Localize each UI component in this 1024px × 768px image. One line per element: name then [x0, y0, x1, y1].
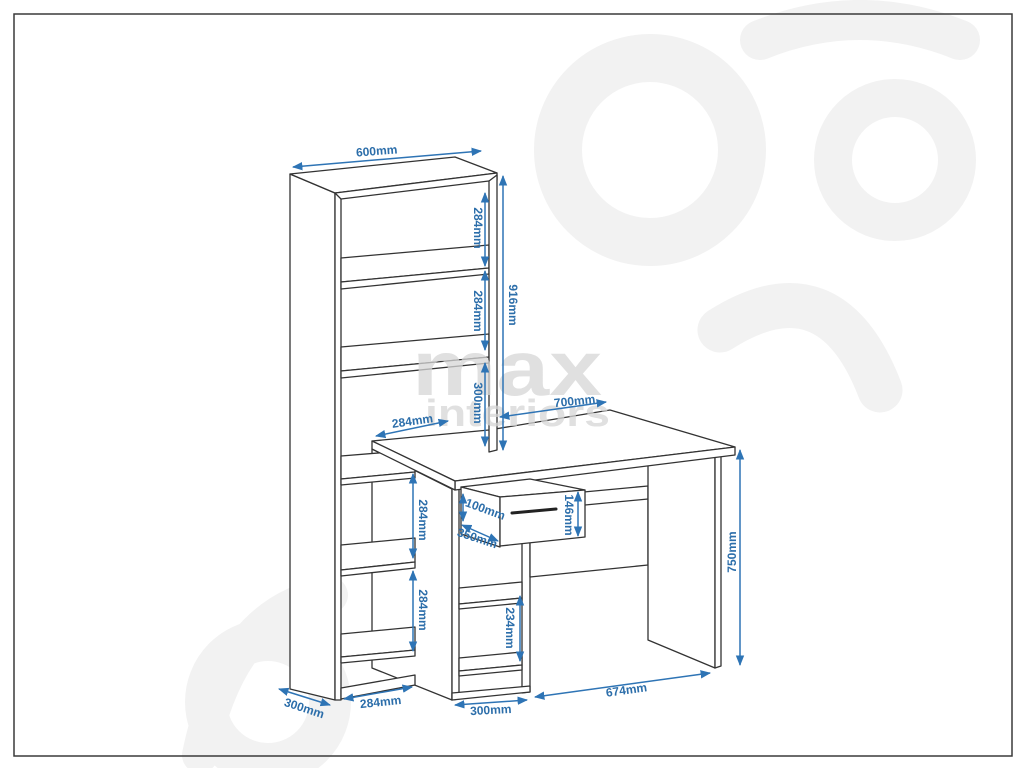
watermark-swirl	[740, 0, 980, 60]
dimension-label-bookcase-shelf-1: 284mm	[471, 207, 485, 248]
dimension-lines	[277, 147, 745, 709]
dimension-label-desk-leg-span: 674mm	[605, 680, 648, 700]
dimension-label-drawer-front-height: 146mm	[562, 494, 576, 535]
bookcase-right-panel	[488, 174, 498, 453]
bookcase-left-side-panel	[289, 173, 336, 701]
dimension-label-bookcase-shelf-3: 300mm	[471, 382, 485, 423]
dimension-label-pedestal-shelf: 234mm	[503, 607, 517, 648]
dimension-label-bookcase-shelf-2: 284mm	[471, 290, 485, 331]
dimension-label-desk-return-width: 284mm	[391, 411, 434, 431]
dimension-label-desk-width: 700mm	[553, 392, 596, 410]
watermark-ring	[534, 34, 766, 266]
dimension-line-desk-return-width	[374, 418, 450, 439]
drawer-front	[499, 489, 586, 547]
dimension-line-base-width	[342, 684, 414, 702]
lower-shelf-middle-front	[340, 561, 416, 577]
drawer-slot-line	[584, 498, 649, 506]
pedestal-plinth	[451, 685, 531, 701]
dimension-label-lower-shelf-1: 284mm	[416, 499, 430, 540]
bookcase-desk-drawing	[289, 156, 736, 701]
dimension-label-bookcase-width: 600mm	[356, 142, 398, 159]
dimension-line-drawer-depth	[461, 524, 499, 542]
pedestal-left-panel	[451, 486, 460, 701]
dimension-line-desk-width	[498, 399, 608, 420]
dimension-label-bookcase-upper-height: 916mm	[506, 284, 520, 325]
drawing-frame	[13, 13, 1013, 757]
dimension-line-bookcase-width	[291, 147, 483, 171]
pedestal-shelf-2-front	[458, 664, 523, 677]
bookcase-left-front-edge	[334, 192, 342, 701]
dimension-line-pedestal-width	[453, 696, 529, 709]
desk-right-leg-front-edge	[714, 451, 722, 669]
dimension-label-lower-shelf-2: 284mm	[416, 589, 430, 630]
lower-unit-side-panel	[371, 448, 453, 701]
desk-right-leg-panel	[647, 453, 716, 669]
desk-top-left-edge	[371, 440, 456, 491]
dimension-line-base-depth	[277, 687, 332, 707]
watermark-ring	[814, 79, 976, 241]
drawer-handle	[510, 507, 558, 515]
watermark-swirl	[697, 283, 903, 413]
dimension-label-base-width: 284mm	[359, 693, 402, 711]
dimension-label-desk-height: 750mm	[725, 531, 739, 572]
dimension-label-pedestal-width: 300mm	[470, 702, 512, 718]
dimension-line-desk-leg-span	[533, 670, 712, 700]
lower-shelf-bottom-front	[340, 649, 416, 664]
